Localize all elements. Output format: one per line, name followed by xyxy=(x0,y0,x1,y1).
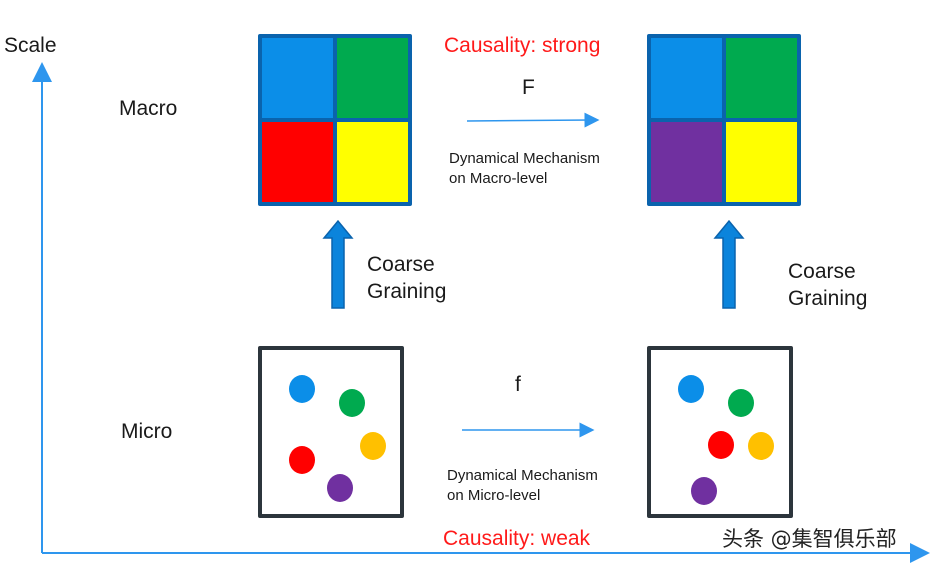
macro-cell-top-right xyxy=(726,38,797,118)
macro-cell-bottom-left xyxy=(262,122,333,202)
macro-cell-bottom-right xyxy=(337,122,408,202)
macro-cell-top-left xyxy=(651,38,722,118)
micro-state-after xyxy=(647,346,793,518)
particle-red xyxy=(708,431,734,459)
causality-weak-label: Causality: weak xyxy=(443,527,591,550)
micro-level-label: Micro xyxy=(121,420,173,443)
causality-strong-label: Causality: strong xyxy=(444,34,601,57)
coarse-graining-line2: Graining xyxy=(367,280,447,303)
macro-state-after xyxy=(647,34,801,206)
coarse-graining-label-right: Coarse Graining xyxy=(788,258,867,312)
macro-cell-top-left xyxy=(262,38,333,118)
micro-transition-description: Dynamical Mechanism on Micro-level xyxy=(447,466,598,506)
coarse-graining-arrow-right xyxy=(713,219,745,309)
macro-transition-symbol: F xyxy=(522,76,535,99)
micro-transition-symbol: f xyxy=(515,373,521,396)
micro-description-line1: Dynamical Mechanism xyxy=(447,467,598,484)
macro-cell-top-right xyxy=(337,38,408,118)
macro-description-line1: Dynamical Mechanism xyxy=(449,150,600,167)
particle-purple xyxy=(327,474,353,502)
macro-state-before xyxy=(258,34,412,206)
particle-purple xyxy=(691,477,717,505)
micro-description-line2: on Micro-level xyxy=(447,487,541,504)
particle-blue xyxy=(289,375,315,403)
macro-cell-bottom-right xyxy=(726,122,797,202)
macro-transition-arrow xyxy=(466,112,600,128)
particle-yellow xyxy=(360,432,386,460)
macro-description-line2: on Macro-level xyxy=(449,170,548,187)
micro-state-before xyxy=(258,346,404,518)
coarse-graining-line2: Graining xyxy=(788,287,868,310)
particle-yellow xyxy=(748,432,774,460)
coarse-graining-label-left: Coarse Graining xyxy=(367,251,446,305)
coarse-graining-line1: Coarse xyxy=(367,253,435,276)
macro-cell-bottom-left xyxy=(651,122,722,202)
y-axis-label: Scale xyxy=(4,34,57,57)
particle-green xyxy=(728,389,754,417)
coarse-graining-arrow-left xyxy=(322,219,354,309)
particle-green xyxy=(339,389,365,417)
particle-blue xyxy=(678,375,704,403)
watermark: 头条 @集智俱乐部 xyxy=(722,527,897,551)
macro-transition-description: Dynamical Mechanism on Macro-level xyxy=(449,149,600,189)
coarse-graining-line1: Coarse xyxy=(788,260,856,283)
macro-level-label: Macro xyxy=(119,97,178,120)
particle-red xyxy=(289,446,315,474)
